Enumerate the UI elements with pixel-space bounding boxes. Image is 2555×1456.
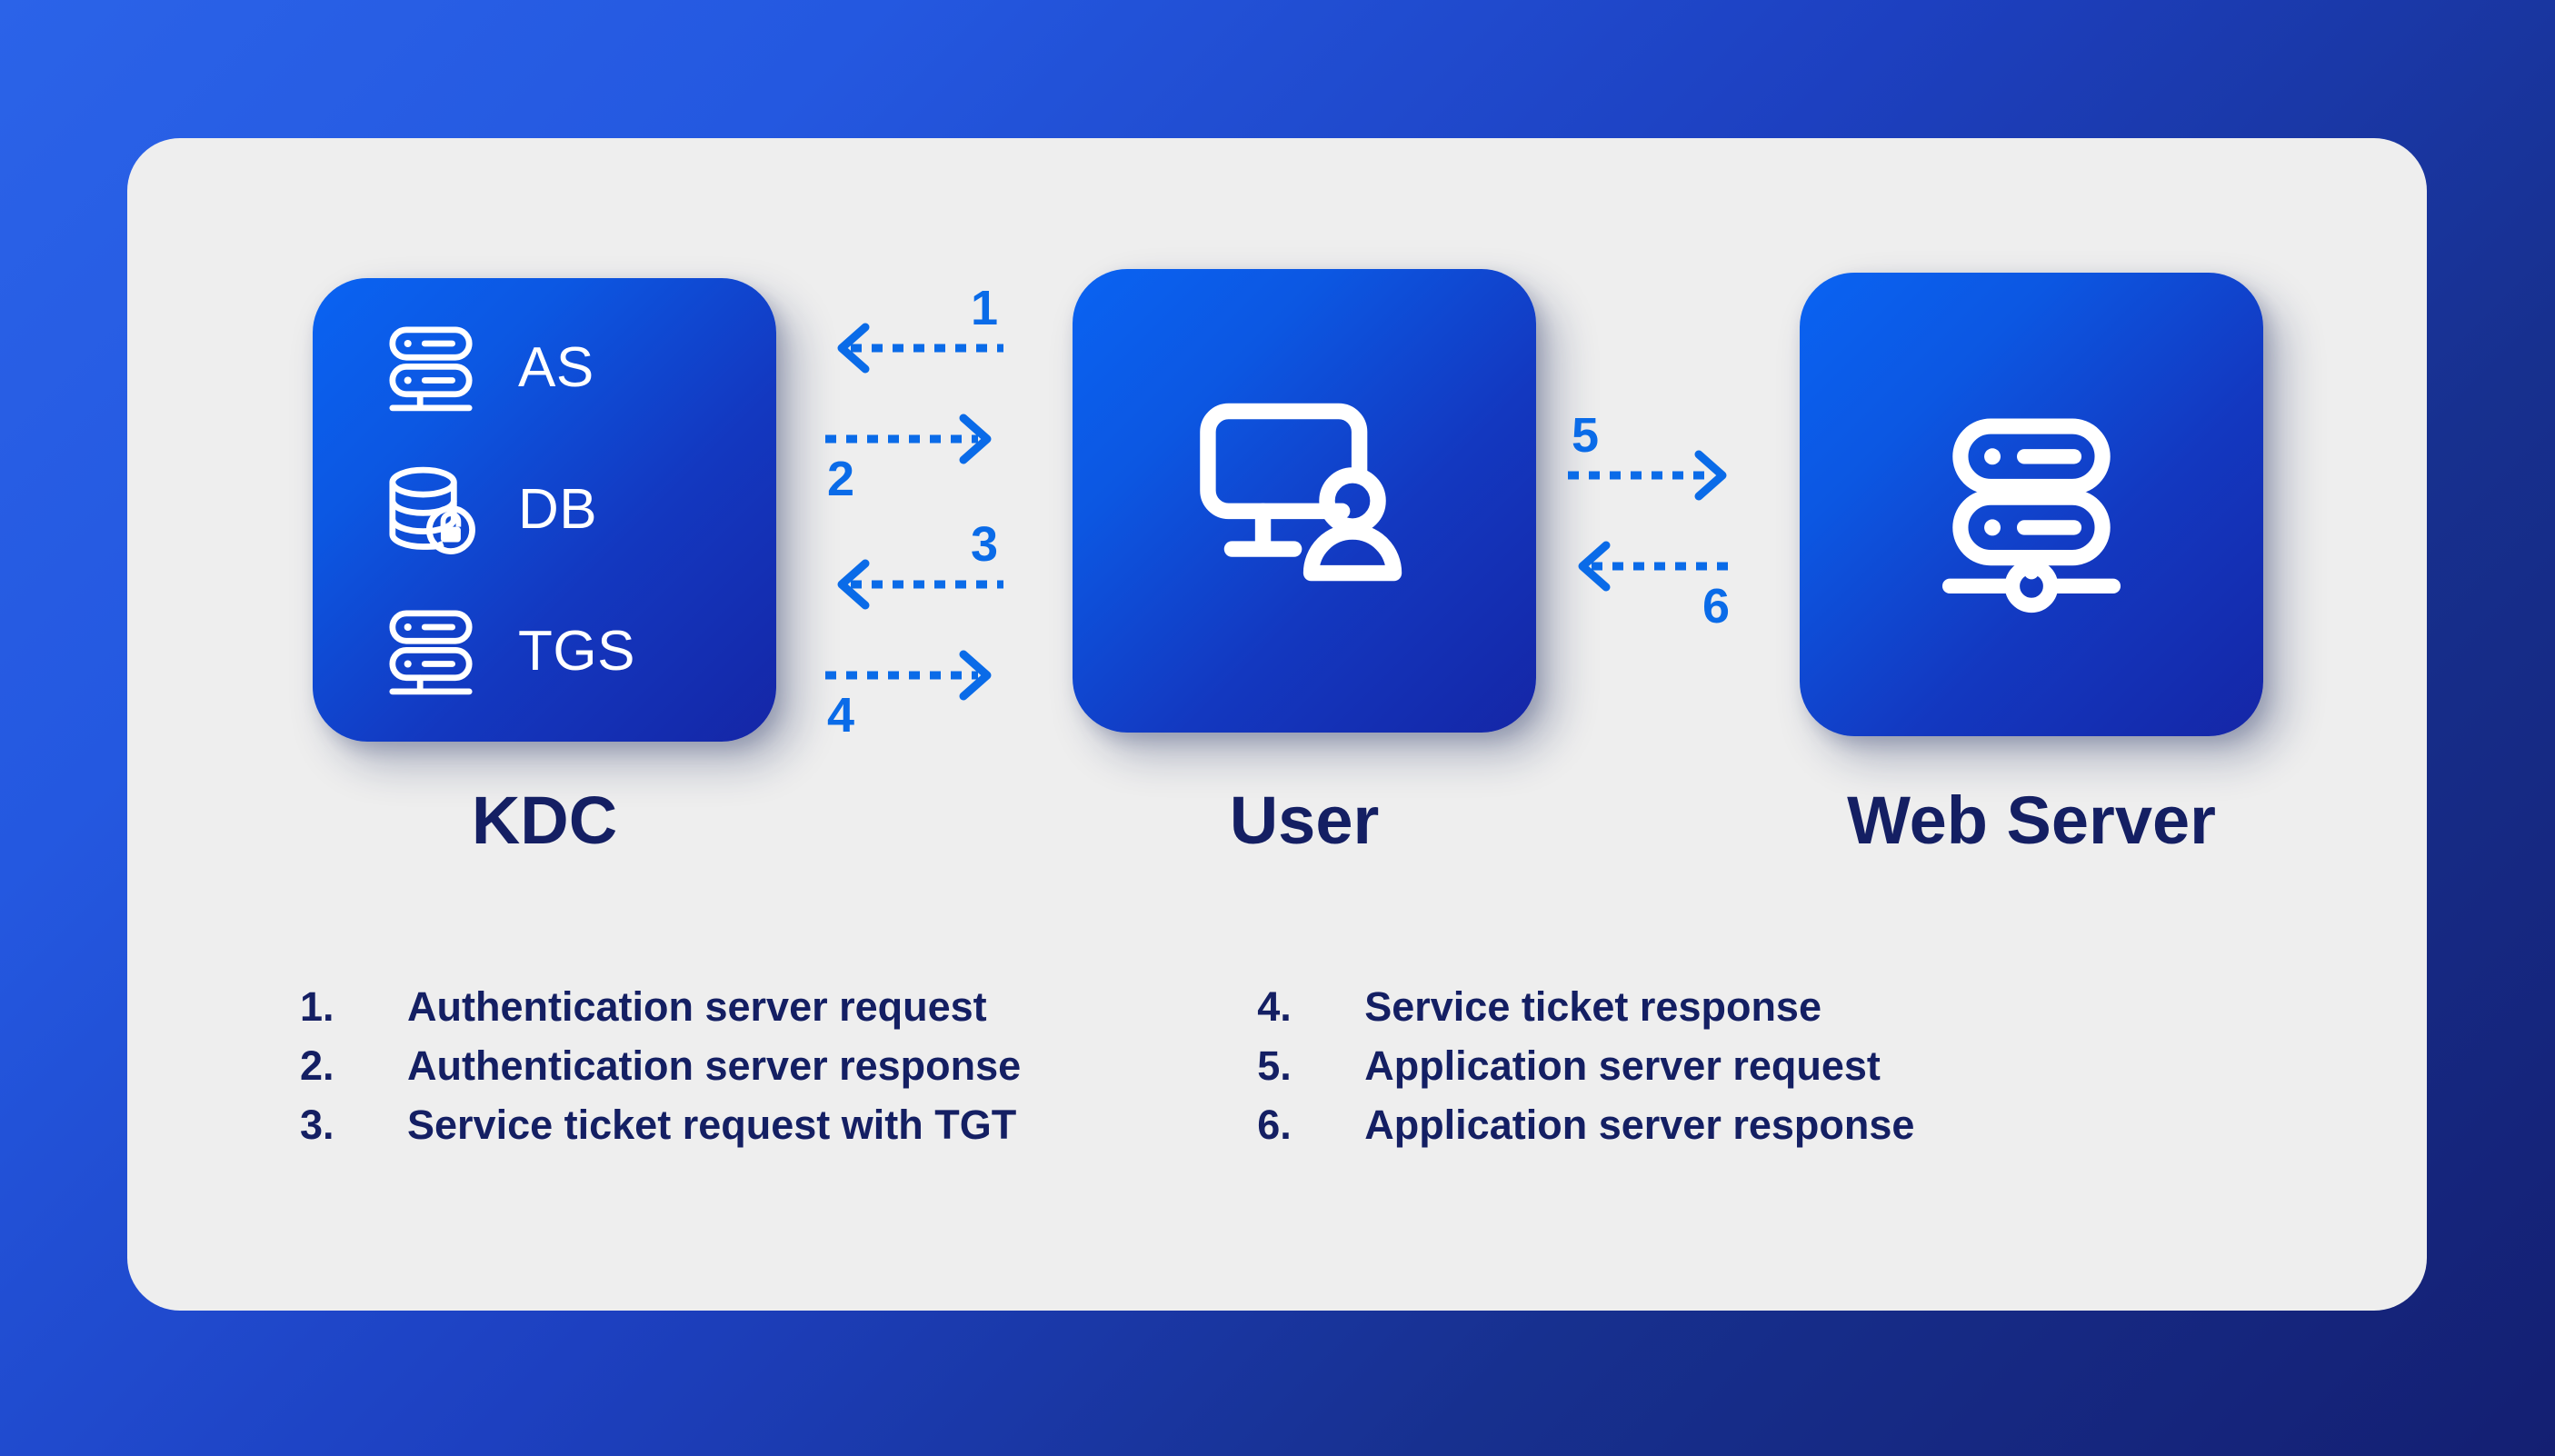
node-caption-web-server: Web Server <box>1847 783 2216 858</box>
kdc-row-label-tgs: TGS <box>518 620 635 683</box>
legend-item: 5. Application server request <box>1257 1045 1914 1104</box>
node-caption-kdc: KDC <box>471 783 618 858</box>
arrow-right-icon <box>825 414 992 464</box>
arrow-left-icon <box>1578 541 1737 592</box>
server-rack-icon <box>389 610 473 695</box>
legend-item: 3. Service ticket request with TGT <box>300 1104 1021 1163</box>
legend-item-label: Authentication server request <box>407 983 987 1030</box>
arrow-right-icon <box>1568 450 1727 501</box>
node-card-kdc[interactable]: AS DB <box>313 278 776 742</box>
arrow-number-2: 2 <box>827 452 855 506</box>
database-lock-icon <box>389 466 475 554</box>
arrow-group-2: 2 <box>823 407 1005 504</box>
legend-item-label: Authentication server response <box>407 1042 1022 1089</box>
arrow-group-6: 6 <box>1566 534 1739 631</box>
arrow-group-4: 4 <box>823 643 1005 740</box>
legend-item-label: Service ticket response <box>1364 983 1821 1030</box>
server-network-icon <box>1941 418 2121 613</box>
arrow-number-4: 4 <box>827 688 855 743</box>
legend-item-label: Application server request <box>1364 1042 1881 1089</box>
node-card-user[interactable] <box>1073 269 1536 733</box>
arrow-right-icon <box>825 650 992 701</box>
arrow-left-icon <box>837 323 1003 374</box>
legend-item-number: 5. <box>1257 1042 1292 1089</box>
legend-item: 2. Authentication server response <box>300 1045 1021 1104</box>
legend-item-number: 3. <box>300 1102 334 1148</box>
legend-item-number: 4. <box>1257 983 1292 1030</box>
arrow-number-1: 1 <box>970 281 998 335</box>
kdc-row-db: DB <box>382 457 776 563</box>
kdc-service-list: AS DB <box>313 278 776 742</box>
legend: 1. Authentication server request 2. Auth… <box>300 986 2281 1163</box>
arrow-group-5: 5 <box>1566 411 1739 507</box>
web-server-icon-wrap <box>1800 273 2263 736</box>
legend-item: 1. Authentication server request <box>300 986 1021 1045</box>
kdc-row-label-db: DB <box>518 478 598 541</box>
arrow-number-5: 5 <box>1572 408 1600 463</box>
legend-item-number: 2. <box>300 1042 334 1089</box>
kdc-row-label-as: AS <box>518 336 594 399</box>
legend-item: 6. Application server response <box>1257 1104 1914 1163</box>
arrow-group-1: 1 <box>823 284 1005 380</box>
user-icon-wrap <box>1073 269 1536 733</box>
node-caption-user: User <box>1229 783 1380 858</box>
arrow-number-3: 3 <box>970 517 998 572</box>
legend-item-label: Application server response <box>1364 1102 1915 1148</box>
desktop-user-icon <box>1200 403 1402 582</box>
legend-item-label: Service ticket request with TGT <box>407 1102 1017 1148</box>
legend-column-right: 4. Service ticket response 5. Applicatio… <box>1257 986 1914 1163</box>
kdc-row-as: AS <box>382 315 776 421</box>
legend-item: 4. Service ticket response <box>1257 986 1914 1045</box>
legend-item-number: 1. <box>300 983 334 1030</box>
kdc-row-tgs: TGS <box>382 599 776 704</box>
node-card-web-server[interactable] <box>1800 273 2263 736</box>
arrow-left-icon <box>837 559 1003 610</box>
server-rack-icon <box>389 326 473 412</box>
arrow-group-3: 3 <box>823 520 1005 616</box>
legend-column-left: 1. Authentication server request 2. Auth… <box>300 986 1021 1163</box>
arrow-number-6: 6 <box>1702 579 1730 633</box>
legend-item-number: 6. <box>1257 1102 1292 1148</box>
